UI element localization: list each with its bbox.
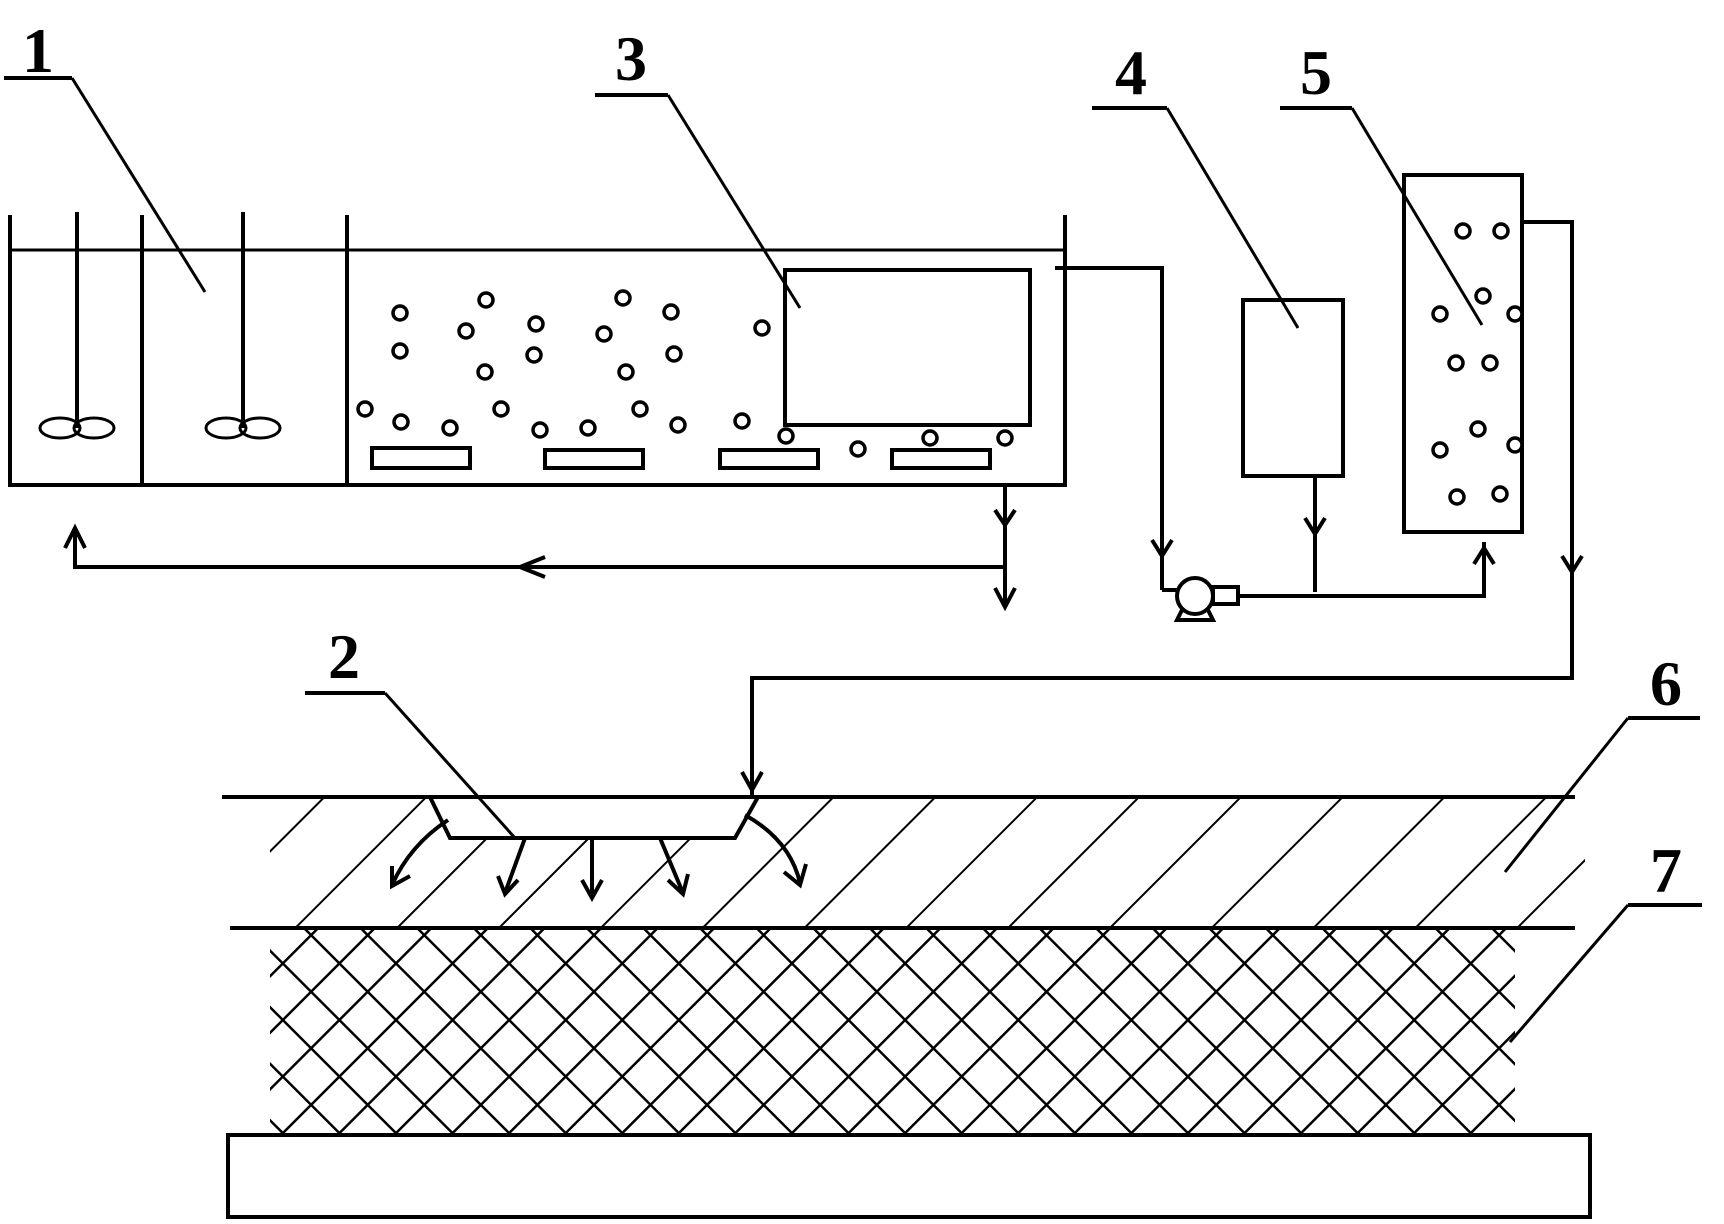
permeate-line	[1055, 266, 1174, 590]
pump-icon	[1162, 576, 1240, 622]
label-4: 4	[1115, 37, 1147, 108]
label-7: 7	[1650, 835, 1682, 906]
label-5: 5	[1300, 37, 1332, 108]
soil-layer	[270, 797, 1585, 928]
label-1: 1	[22, 15, 54, 86]
pump-discharge-line	[1238, 542, 1496, 598]
stirrer-2	[204, 212, 282, 440]
label-2: 2	[328, 621, 360, 692]
air-bubbles	[356, 289, 1014, 458]
membrane-module	[783, 268, 1032, 427]
infiltration-trench	[428, 796, 760, 840]
aquifer-layer	[270, 928, 1515, 1135]
return-sludge-line	[63, 485, 1017, 612]
stirrer-1	[38, 212, 116, 440]
label-3: 3	[615, 23, 647, 94]
aerator-pads	[370, 446, 992, 470]
mixing-tanks	[8, 212, 1067, 487]
dosing-tank	[1241, 298, 1345, 592]
leader-lines	[4, 76, 1702, 1043]
ground-profile	[222, 795, 1592, 1219]
base-layer	[226, 1133, 1592, 1219]
column-bubbles	[1431, 222, 1524, 506]
component-labels: 1 3 4 5 2 6 7	[22, 15, 1682, 906]
reactor-column	[1402, 173, 1524, 534]
label-6: 6	[1650, 648, 1682, 719]
membrane-bioreactor	[356, 268, 1032, 470]
column-outlet-line	[740, 220, 1584, 795]
infiltration-arrows	[390, 813, 808, 903]
